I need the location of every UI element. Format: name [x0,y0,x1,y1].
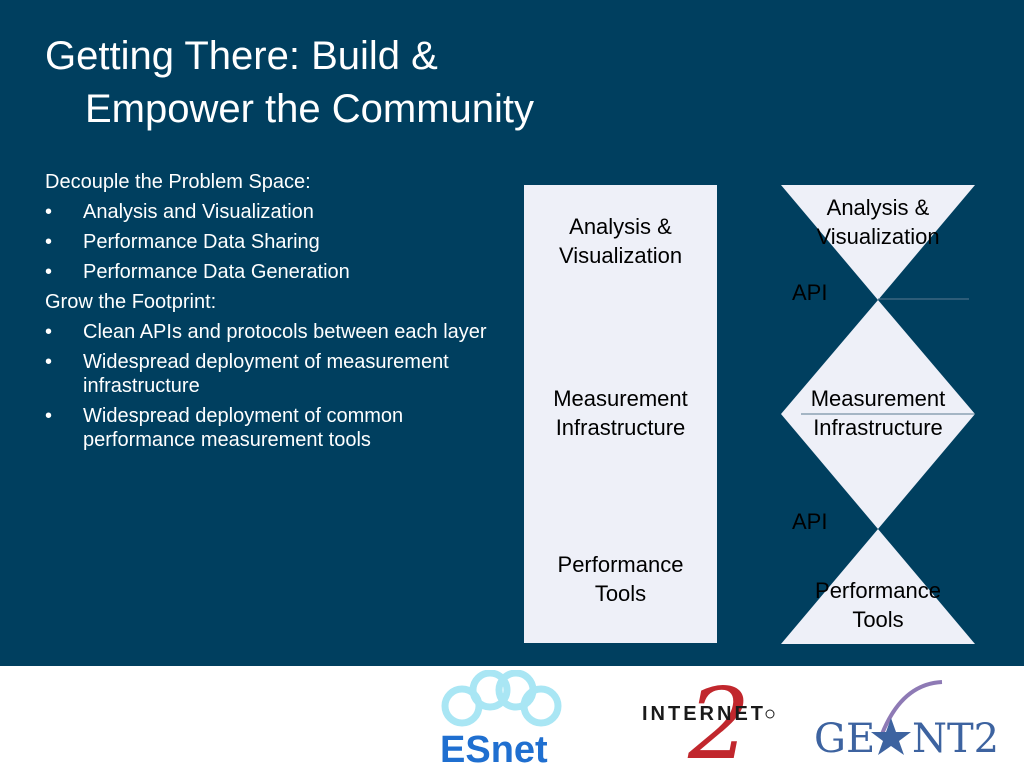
bullet-text: Widespread deployment of common performa… [83,405,404,451]
bullet-item: • Widespread deployment of measurement in… [45,350,500,398]
hourglass-tools-label: Performance Tools [778,576,978,634]
layer-stack-panel: Analysis & Visualization Measurement Inf… [524,185,717,643]
geant-wordmark-right: NT2 [912,716,999,762]
slide-body: Decouple the Problem Space: • Analysis an… [45,170,500,458]
bullet-marker: • [45,231,53,253]
esnet-logo: ESnet [440,670,562,766]
esnet-wordmark: ESnet [440,729,548,766]
bullet-item: • Analysis and Visualization [45,200,500,224]
bullet-text: Analysis and Visualization [83,201,314,223]
bullet-item: • Widespread deployment of common perform… [45,404,500,452]
bullet-marker: • [45,405,53,427]
internet2-logo: 2 INTERNET [642,670,775,766]
hourglass-analysis-label: Analysis & Visualization [778,193,978,251]
hourglass-label-line: Analysis & [826,195,930,220]
bottom-triangle [781,529,975,644]
top-triangle [781,185,975,300]
registered-mark-icon [765,709,775,719]
bullet-item: • Performance Data Generation [45,260,500,284]
bullet-marker: • [45,261,53,283]
hourglass-label-line: Measurement [810,386,946,411]
api-label-top: API [792,280,828,305]
decouple-bullet-list: • Analysis and Visualization • Performance… [45,200,500,284]
bullet-item: • Performance Data Sharing [45,230,500,254]
geant-star-icon [871,718,911,755]
stack-layer-tools: Performance Tools [524,550,717,608]
stack-label-line: Analysis & [569,214,672,239]
internet2-numeral: 2 [687,670,750,766]
stack-label-line: Visualization [558,243,683,268]
slide-background: Getting There: Build & Empower the Commu… [0,0,1024,666]
bullet-marker: • [45,321,53,343]
stack-label-line: Performance [557,552,684,577]
bullet-marker: • [45,201,53,223]
hourglass-measurement-label: Measurement Infrastructure [778,384,978,442]
bullet-text: Performance Data Generation [83,261,350,283]
bullet-item: • Clean APIs and protocols between each l… [45,320,500,344]
hourglass-label-line: Performance [815,578,941,603]
bullet-text: Performance Data Sharing [83,231,320,253]
geant-wordmark-left: GE [814,716,875,762]
hourglass-label-line: Visualization [816,224,940,249]
title-line-1: Getting There: Build & [45,34,438,78]
section-heading-decouple: Decouple the Problem Space: [45,171,311,193]
bullet-text: Clean APIs and protocols between each la… [83,321,487,343]
geant-swoosh-icon [880,680,943,735]
geant2-logo: GE NT2 [814,680,999,762]
title-line-2: Empower the Community [85,87,535,131]
hourglass-label-line: Tools [852,607,904,632]
api-label-bottom: API [792,509,828,534]
esnet-rings-icon [441,670,562,727]
stack-label-line: Tools [594,581,647,606]
footprint-bullet-list: • Clean APIs and protocols between each l… [45,320,500,452]
stack-label-line: Measurement [553,386,688,411]
stack-layer-measurement: Measurement Infrastructure [524,384,717,442]
bullet-text: Widespread deployment of measurement inf… [83,351,449,397]
hourglass-label-line: Infrastructure [813,415,943,440]
section-heading-footprint: Grow the Footprint: [45,291,217,313]
stack-layer-analysis: Analysis & Visualization [524,212,717,270]
slide-title: Getting There: Build & Empower the Commu… [45,30,534,136]
bullet-marker: • [45,351,53,373]
logo-footer: ESnet 2 INTERNET GE NT2 [0,666,1024,768]
internet2-wordmark: INTERNET [642,703,766,725]
stack-label-line: Infrastructure [555,415,686,440]
hourglass-diagram [781,185,975,644]
